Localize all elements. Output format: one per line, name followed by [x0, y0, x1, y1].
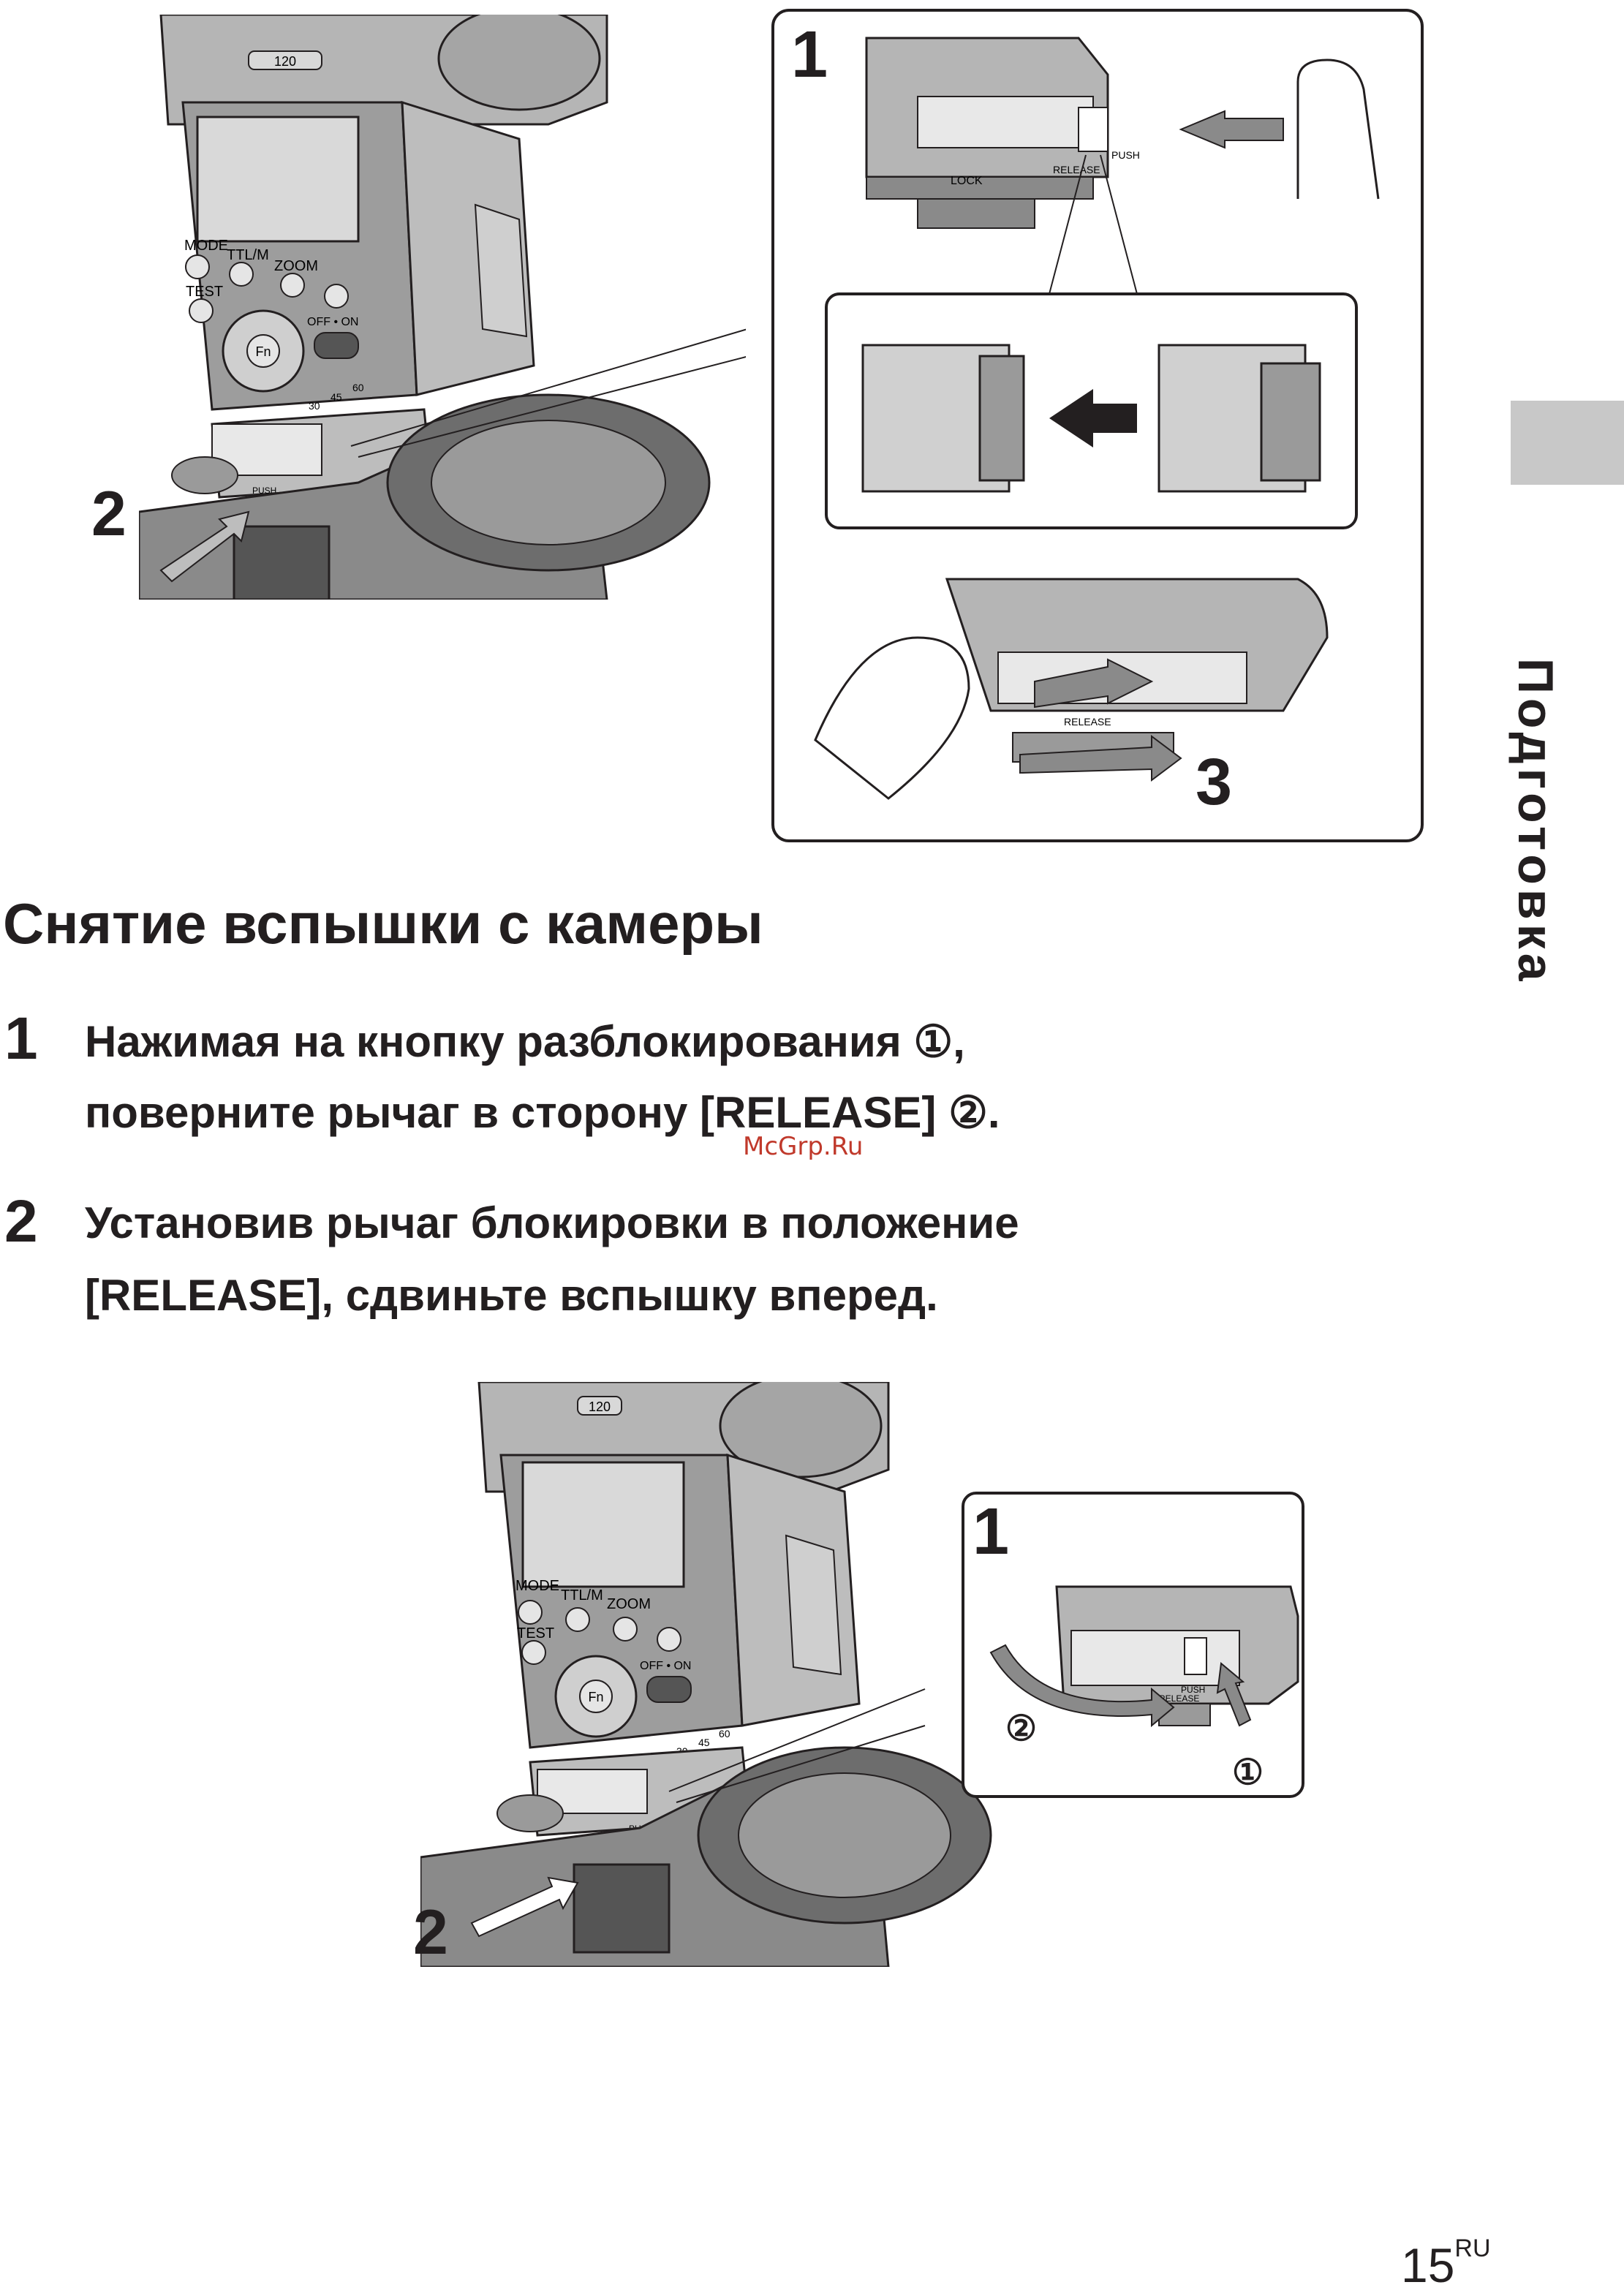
angle-45-2: 45: [698, 1737, 710, 1748]
top-callout-3: 3: [1196, 746, 1233, 819]
circled-1: ①: [1232, 1753, 1264, 1792]
circled-2: ②: [1005, 1710, 1037, 1748]
step-2-number: 2: [4, 1188, 38, 1255]
inset-push-label: PUSH: [1111, 149, 1140, 161]
top-callout-1: 1: [791, 18, 828, 91]
ttlm-label: TTL/M: [227, 247, 269, 263]
zoom-label: ZOOM: [274, 258, 318, 274]
inset2-release: RELEASE: [1159, 1693, 1199, 1704]
off-on-label: OFF • ON: [307, 316, 358, 328]
step-1-number: 1: [4, 1005, 38, 1072]
bottom-callout-1: 1: [972, 1495, 1010, 1568]
bottom-flash-illustration: 120 MODE TTL/M ZOOM TEST Fn OFF • ON 30 …: [420, 1382, 1027, 1967]
zoom-label-2: ZOOM: [607, 1596, 651, 1612]
fn-label-2: Fn: [588, 1690, 603, 1704]
angle-60: 60: [352, 382, 364, 393]
page-number: 15RU: [1401, 2235, 1491, 2293]
step-1-line-1: Нажимая на кнопку разблокирования ①,: [85, 1017, 965, 1066]
page-number-value: 15: [1401, 2238, 1455, 2292]
top-callout-2: 2: [91, 479, 126, 549]
fn-label: Fn: [255, 344, 271, 359]
section-title: Снятие вспышки с камеры: [3, 891, 763, 956]
step-1-line-2: поверните рычаг в сторону [RELEASE] ②.: [85, 1088, 1000, 1137]
side-label: Подготовка: [1508, 658, 1563, 986]
mode-label-2: MODE: [515, 1578, 559, 1594]
test-label: TEST: [186, 284, 223, 300]
off-on-label-2: OFF • ON: [640, 1660, 691, 1672]
model-label-2: 120: [589, 1399, 611, 1414]
step-2-line-1: Установив рычаг блокировки в положение: [85, 1198, 1019, 1247]
ttlm-label-2: TTL/M: [561, 1587, 603, 1603]
step-2-line-2: [RELEASE], сдвиньте вспышку вперед.: [85, 1271, 938, 1320]
inset-release-label: RELEASE: [1053, 164, 1100, 175]
bottom-release-label: RELEASE: [1064, 716, 1111, 728]
angle-60-2: 60: [719, 1728, 730, 1739]
section-tab: [1511, 401, 1624, 485]
test-label-2: TEST: [517, 1625, 554, 1642]
inset2-push: PUSH: [1181, 1685, 1205, 1695]
bottom-callout-2: 2: [413, 1897, 448, 1968]
page-number-suffix: RU: [1454, 2235, 1491, 2262]
top-inset-panel: LOCK RELEASE PUSH RELEASE: [771, 9, 1426, 842]
angle-30: 30: [309, 400, 320, 412]
model-label: 120: [274, 54, 296, 69]
top-flash-illustration: 120 MODE TTL/M ZOOM TEST Fn OFF • ON 30 …: [139, 15, 746, 600]
mode-label: MODE: [184, 238, 228, 254]
lock-label: LOCK: [951, 175, 983, 187]
bottom-inset-panel: PUSH RELEASE ② ①: [962, 1492, 1305, 1799]
watermark: McGrp.Ru: [743, 1132, 864, 1161]
angle-45: 45: [331, 391, 342, 403]
